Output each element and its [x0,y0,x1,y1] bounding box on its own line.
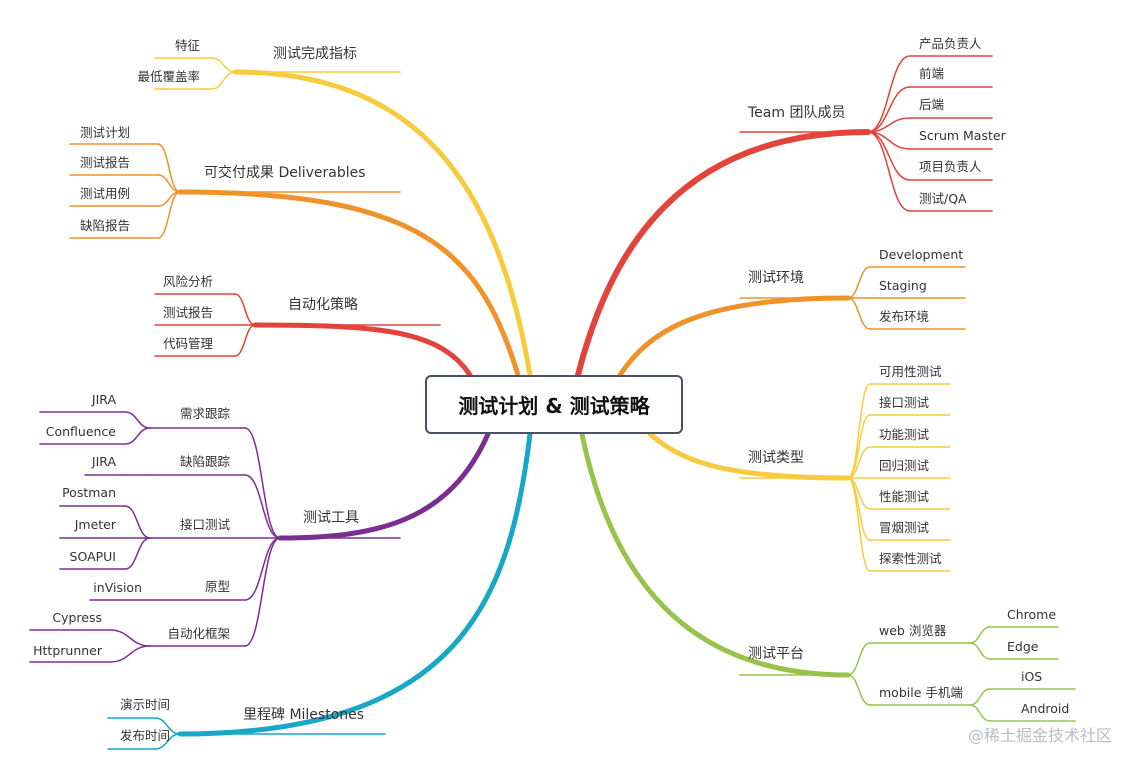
web-item[interactable]: Chrome [1007,607,1057,622]
connector-tools-group [244,537,281,601]
team-item[interactable]: Scrum Master [919,128,1006,143]
tool-item[interactable]: Jmeter [74,517,116,532]
connector-platform [579,431,851,678]
tools-group[interactable]: 原型 [204,579,230,594]
team-item[interactable]: 产品负责人 [919,36,982,51]
connector-mobile-item [969,688,991,706]
connector-tools-group [244,474,281,539]
deliverable-item[interactable]: 缺陷报告 [79,218,130,233]
branch-team[interactable]: Team 团队成员 [748,105,846,121]
tools-group[interactable]: 自动化框架 [167,626,230,641]
type-item[interactable]: 冒烟测试 [879,520,930,535]
connector-milestones [177,431,533,737]
auto-item[interactable]: 代码管理 [163,336,214,351]
branch-env[interactable]: 测试环境 [748,270,804,286]
tool-item[interactable]: JIRA [91,392,116,407]
branch-types[interactable]: 测试类型 [748,450,804,466]
platform-web[interactable]: web 浏览器 [879,623,947,638]
complete-item[interactable]: 最低覆盖率 [137,69,200,84]
tool-item[interactable]: SOAPUI [69,549,116,564]
complete-item[interactable]: 特征 [174,38,200,53]
connector-type-item [847,446,871,479]
team-item[interactable]: 后端 [919,97,945,112]
connector-tool-item [124,427,151,445]
connector-team-item [867,86,911,133]
connector-complete [232,69,533,378]
branch-milestones[interactable]: 里程碑 Milestones [243,707,365,723]
type-item[interactable]: 可用性测试 [879,364,942,379]
branch-platform[interactable]: 测试平台 [748,646,804,662]
tool-item[interactable]: Confluence [45,424,116,439]
env-item[interactable]: Development [879,247,964,262]
connector-tool-item [124,505,151,539]
type-item[interactable]: 回归测试 [879,458,930,473]
connector-tools [277,431,491,541]
type-item[interactable]: 性能测试 [879,489,930,504]
connector-tool-item [124,411,151,429]
tool-item[interactable]: Postman [62,485,116,500]
connector-env-item [847,266,871,299]
web-item[interactable]: Edge [1007,639,1039,654]
connector-mobile-item [969,704,991,722]
env-item[interactable]: Staging [879,278,927,293]
deliverable-item[interactable]: 测试计划 [79,125,130,140]
connector-auto-item [234,324,256,357]
connector-complete-item [211,71,236,90]
tool-item[interactable]: JIRA [91,454,116,469]
connector-auto-item [234,293,256,326]
tool-item[interactable]: Httprunner [33,643,102,658]
connector-deliverable-item [157,143,181,193]
connector-tools-group [244,537,281,647]
connector-team-item [867,55,911,133]
tools-group[interactable]: 需求跟踪 [179,406,230,421]
connector-deliverable-item [157,191,181,239]
connector-env [617,295,851,378]
deliverable-item[interactable]: 测试报告 [79,155,130,170]
milestone-item[interactable]: 演示时间 [119,697,170,712]
tool-item[interactable]: inVision [93,580,142,595]
connector-team [575,129,871,378]
connector-type-item [847,477,871,572]
team-item[interactable]: 项目负责人 [919,159,982,174]
connector-tool-item [109,629,151,647]
branch-tools[interactable]: 测试工具 [303,510,359,526]
milestone-item[interactable]: 发布时间 [119,728,170,743]
tools-group[interactable]: 接口测试 [179,517,230,532]
connector-team-item [867,131,911,212]
connector-platform-group [847,674,871,706]
type-item[interactable]: 探索性测试 [879,551,942,566]
branch-automation[interactable]: 自动化策略 [288,297,358,313]
connector-type-item [847,414,871,479]
deliverable-item[interactable]: 测试用例 [79,186,130,201]
type-item[interactable]: 功能测试 [879,427,930,442]
auto-item[interactable]: 风险分析 [163,274,214,289]
tools-group[interactable]: 缺陷跟踪 [179,454,230,469]
env-item[interactable]: 发布环境 [879,309,930,324]
connector-platform-group [847,642,871,676]
connector-web-item [969,626,991,644]
branch-deliverables[interactable]: 可交付成果 Deliverables [204,165,366,181]
team-item[interactable]: 测试/QA [919,191,967,206]
connector-tool-item [124,537,151,570]
connector-deliverables [177,189,521,378]
tool-item[interactable]: Cypress [52,610,102,625]
connector-types [647,431,851,481]
mobile-item[interactable]: Android [1021,701,1070,716]
connector-env-item [847,297,871,330]
type-item[interactable]: 接口测试 [879,395,930,410]
team-item[interactable]: 前端 [919,66,945,81]
central-topic[interactable]: 测试计划 & 测试策略 [425,375,683,434]
mobile-item[interactable]: iOS [1021,669,1043,684]
connector-automation [252,322,473,378]
connector-tool-item [109,645,151,663]
platform-mobile[interactable]: mobile 手机端 [879,685,963,700]
branch-complete[interactable]: 测试完成指标 [273,46,357,62]
connector-milestone-item [154,733,181,750]
connector-tools-group [244,427,281,539]
watermark: @稀土掘金技术社区 [967,726,1112,745]
auto-item[interactable]: 测试报告 [163,305,214,320]
connector-complete-item [211,57,236,73]
connector-web-item [969,642,991,660]
